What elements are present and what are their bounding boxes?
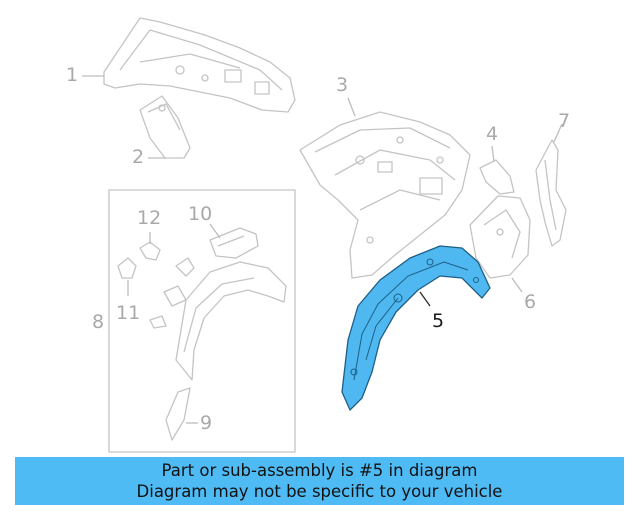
- part-6-drawing: [469, 195, 531, 279]
- inner-wheelhouse-drawing: [175, 261, 287, 381]
- callout-10: 10: [188, 203, 213, 225]
- banner-line-disclaimer: Diagram may not be specific to your vehi…: [136, 482, 503, 501]
- part-11-drawing: [117, 257, 137, 279]
- part-1-drawing: [103, 17, 296, 113]
- callout-7: 7: [558, 110, 571, 132]
- callout-5: 5: [432, 310, 445, 332]
- callout-9: 9: [200, 412, 213, 434]
- banner-line-part: Part or sub-assembly is #5 in diagram: [161, 461, 478, 480]
- subassembly-8-box: [108, 189, 296, 453]
- part-3-drawing: [299, 111, 471, 279]
- info-banner: Part or sub-assembly is #5 in diagram Di…: [15, 457, 624, 505]
- callout-12: 12: [137, 207, 162, 229]
- part-12-drawing: [139, 241, 161, 261]
- small-clip-drawings: [149, 257, 195, 329]
- part-2-drawing: [139, 95, 191, 159]
- part-9-drawing: [165, 387, 191, 441]
- callout-2: 2: [132, 146, 145, 168]
- callout-11: 11: [116, 302, 141, 324]
- part-4-drawing: [479, 159, 515, 195]
- callout-3: 3: [336, 74, 349, 96]
- callout-1: 1: [66, 64, 79, 86]
- part-7-drawing: [535, 139, 567, 247]
- callout-6: 6: [524, 291, 537, 313]
- callout-4: 4: [486, 123, 499, 145]
- part-5-drawing: [341, 245, 491, 411]
- callout-8: 8: [92, 311, 105, 333]
- part-10-drawing: [209, 227, 259, 259]
